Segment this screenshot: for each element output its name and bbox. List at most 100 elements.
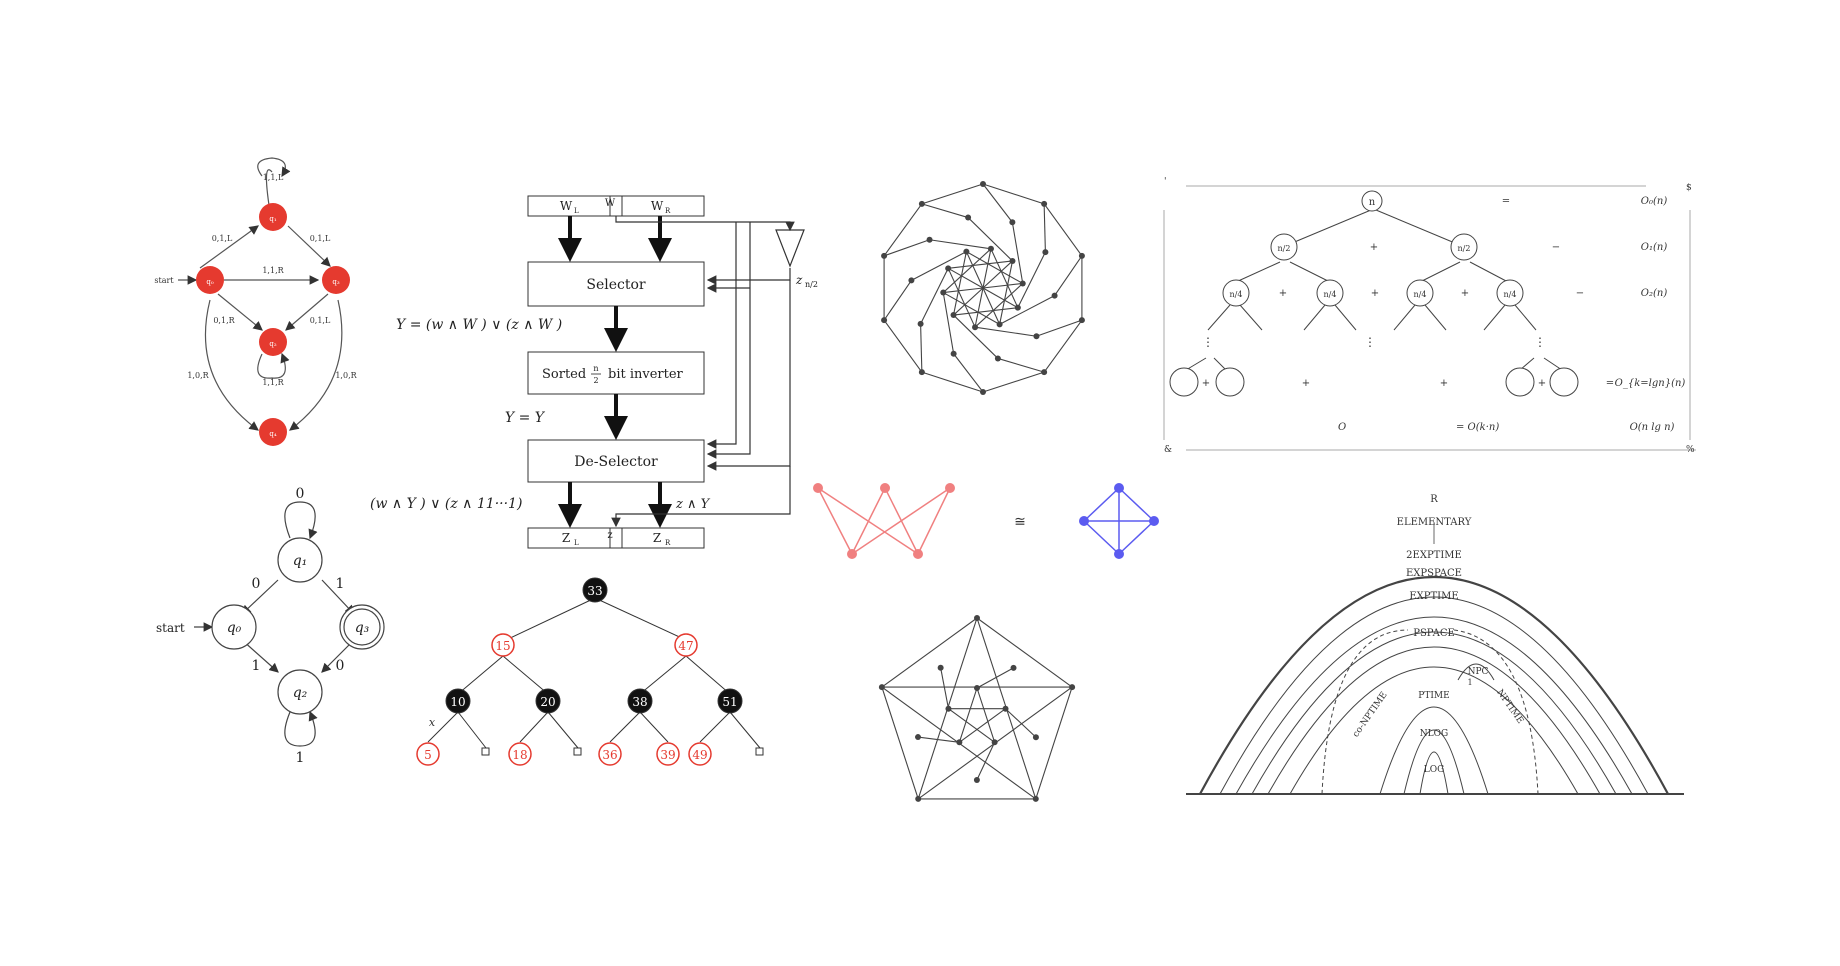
star-edge — [982, 287, 1019, 309]
tm-loop-q2 — [257, 352, 290, 379]
pentagon-vertex — [1010, 664, 1017, 671]
star-vertex — [918, 369, 925, 376]
deselector-label: De-Selector — [574, 454, 658, 470]
star-edge — [947, 267, 984, 289]
tree-node-label: n/2 — [1458, 244, 1471, 253]
star-edge — [999, 260, 1014, 325]
tree-minus: − — [1552, 242, 1560, 253]
class-NLOG: NLOG — [1420, 729, 1448, 739]
pentagon-vertex — [973, 776, 980, 783]
star-edge — [965, 251, 984, 289]
pentagon-vertex — [1069, 684, 1076, 691]
star-edge — [920, 323, 923, 373]
dfa-state-label: q₂ — [293, 685, 308, 701]
bipartite-graph-blue — [1079, 483, 1159, 559]
pentagon-edge — [881, 686, 919, 800]
tm-edge-label: 1,1,R — [262, 378, 284, 387]
pentagon-edge — [948, 708, 995, 743]
star-edge — [947, 268, 976, 328]
tm-edge-label: 0,1,L — [310, 234, 331, 243]
star-edge — [967, 217, 1013, 262]
selector-circuit — [527, 195, 805, 549]
pentagon-vertex — [1032, 734, 1039, 741]
pentagon-vertex — [937, 664, 944, 671]
corner-br: % — [1686, 445, 1695, 455]
tm-state-label: q₃ — [332, 278, 339, 286]
star-edge — [942, 248, 992, 293]
star-vertex — [1051, 292, 1058, 299]
deselector-box — [527, 439, 705, 483]
tm-edge-q0-q2 — [217, 293, 263, 331]
w-right-sub: R — [665, 207, 671, 215]
tree-minus: − — [1576, 288, 1584, 299]
dfa-edge-label: 0 — [296, 486, 305, 502]
dfa-text: q₁ q₀ q₃ q₂ 0 0 1 1 0 1 start — [156, 486, 370, 766]
tm-edge-q0-q1 — [199, 225, 259, 269]
tree-dots: ⋮ — [1202, 335, 1214, 349]
isomorphism-symbol: ≅ — [1014, 514, 1026, 530]
dfa-edge-label: 1 — [296, 750, 305, 766]
star-edge — [953, 353, 984, 393]
star-edge — [966, 251, 1024, 284]
star-vertex — [996, 321, 1003, 328]
star-edge — [953, 287, 984, 316]
tree-plus: + — [1538, 378, 1546, 389]
star-vertex — [1078, 317, 1085, 324]
star-edge — [911, 251, 967, 281]
corner-tr: $ — [1686, 183, 1692, 193]
star-edge — [974, 283, 1024, 328]
star-vertex — [1078, 252, 1085, 259]
w-right-label: W — [651, 199, 664, 213]
inverter-triangle — [775, 229, 805, 268]
tm-start-label: start — [154, 276, 174, 285]
tree-rhs-1: O₁(n) — [1641, 242, 1668, 253]
tree-rhs-2: O₂(n) — [1641, 288, 1668, 299]
dfa-edge-label: 0 — [336, 658, 345, 674]
star-edge — [974, 287, 984, 328]
tree-eq: = — [1502, 196, 1510, 207]
inverter-label: Sorted — [542, 367, 586, 382]
star-edge — [920, 268, 949, 325]
inverter-tail: bit inverter — [608, 367, 684, 382]
rb-node-38: 38 — [632, 695, 647, 709]
tree-node-label: n/4 — [1230, 290, 1243, 299]
star-vertex — [881, 252, 888, 259]
star-edge — [921, 371, 984, 393]
star-edge — [1036, 319, 1083, 337]
w-mid-label: W — [605, 198, 616, 209]
tm-edge-label: 1,1,L — [263, 173, 284, 182]
selector-label: Selector — [586, 277, 646, 293]
star-edge — [982, 287, 1001, 325]
star-edge — [943, 287, 984, 294]
tm-state-label: q₄ — [269, 430, 276, 438]
z-left-sub: L — [574, 539, 579, 547]
pentagon-edge — [976, 667, 1014, 689]
star-vertex — [950, 350, 957, 357]
tree-rhs-4: O(n lg n) — [1630, 422, 1675, 433]
w-left-label: W — [560, 199, 573, 213]
tree-node-label: n/4 — [1324, 290, 1337, 299]
rb-node-10: 10 — [450, 695, 465, 709]
corner-bl: & — [1164, 445, 1172, 455]
star-vertex — [1041, 200, 1048, 207]
star-vertex — [926, 236, 933, 243]
rb-node-15: 15 — [495, 639, 510, 653]
pentagon-edge — [958, 687, 978, 743]
frac-den: 2 — [593, 376, 598, 385]
recursion-tree — [1163, 185, 1696, 451]
pentagon-edge — [917, 736, 960, 743]
dfa-diagram — [194, 501, 385, 747]
star-vertex — [980, 181, 986, 187]
feedback-sub: n/2 — [805, 280, 818, 289]
pentagon-vertex — [974, 685, 980, 691]
star-edge — [999, 295, 1055, 325]
dfa-state-label: q₃ — [355, 620, 370, 636]
pentagon-star-graph — [878, 615, 1076, 802]
tm-state-q1 — [259, 203, 287, 231]
tree-dots: ⋮ — [1364, 335, 1376, 349]
tm-state-q3 — [322, 266, 350, 294]
dfa-start-label: start — [156, 621, 185, 635]
class-EXPSPACE: EXPSPACE — [1406, 568, 1462, 579]
star-edge — [982, 248, 992, 289]
star-edge — [929, 239, 992, 250]
